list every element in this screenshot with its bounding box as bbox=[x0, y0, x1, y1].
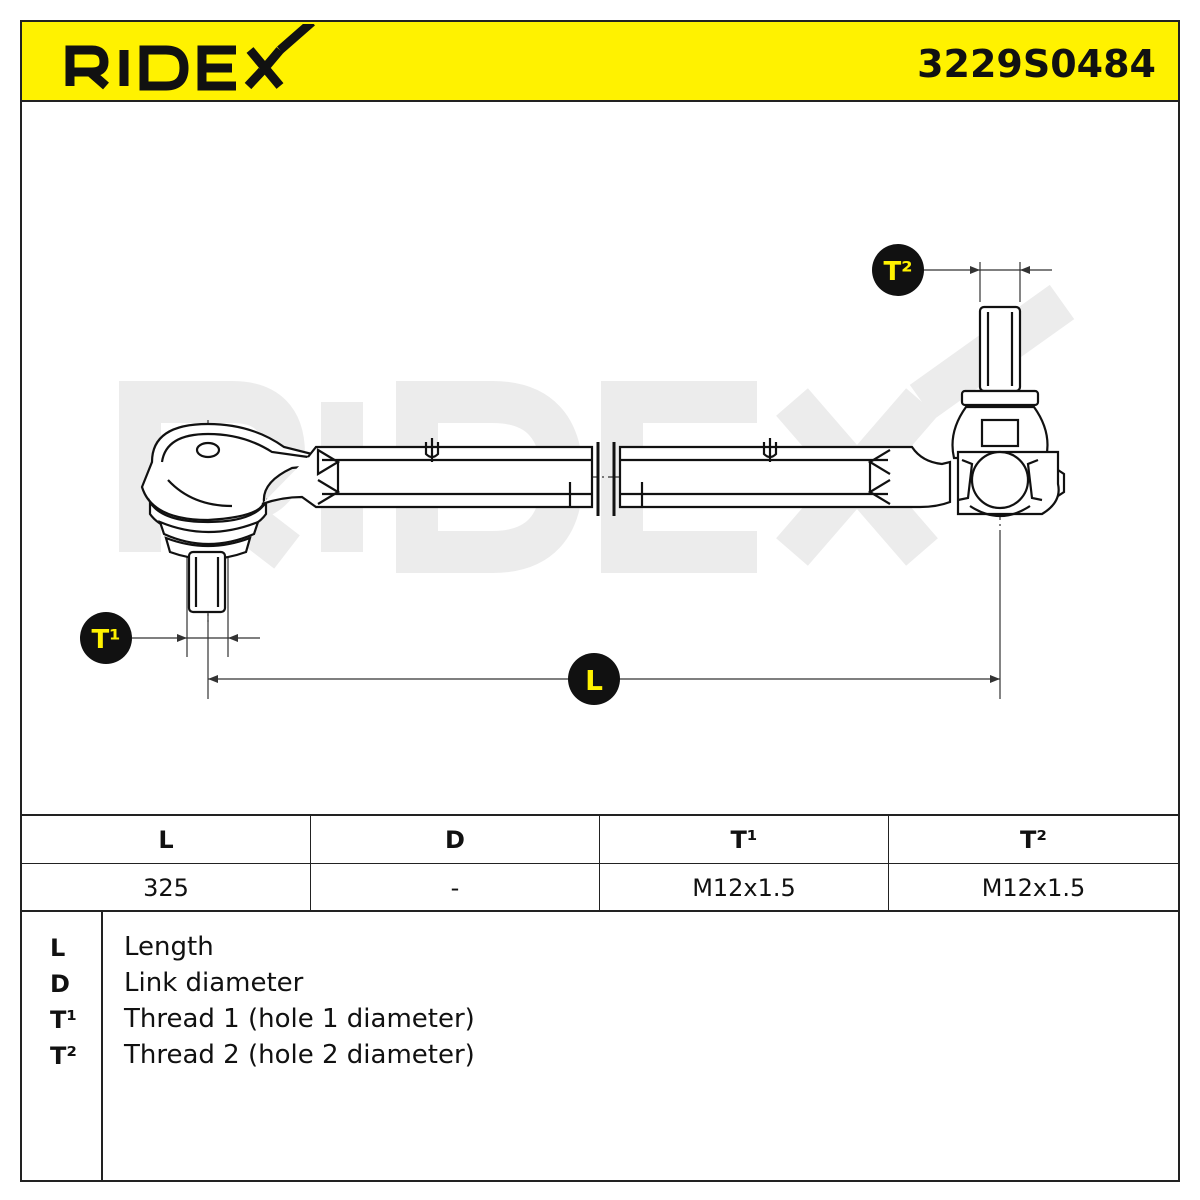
technical-drawing: T¹ T² L bbox=[80, 244, 1075, 705]
spec-value-t2: M12x1.5 bbox=[981, 874, 1086, 902]
product-sheet: 3229S0484 bbox=[20, 20, 1180, 1182]
svg-text:T¹: T¹ bbox=[91, 625, 120, 655]
callout-t1: T¹ bbox=[80, 612, 132, 664]
legend-desc: Thread 1 (hole 1 diameter) bbox=[124, 1004, 475, 1034]
ridex-watermark bbox=[119, 284, 1075, 573]
legend-item: D Link diameter bbox=[22, 966, 1178, 1002]
legend-item: T² Thread 2 (hole 2 diameter) bbox=[22, 1038, 1178, 1074]
spec-header-t1: T¹ bbox=[600, 816, 889, 863]
legend-divider bbox=[101, 912, 103, 1182]
rod-left bbox=[261, 438, 600, 516]
legend-key: T¹ bbox=[50, 1006, 77, 1034]
svg-text:L: L bbox=[585, 664, 603, 697]
legend-item: T¹ Thread 1 (hole 1 diameter) bbox=[22, 1002, 1178, 1038]
spec-header-l: L bbox=[22, 816, 311, 863]
callout-t2: T² bbox=[872, 244, 924, 296]
spec-header-t2: T² bbox=[1020, 825, 1047, 854]
part-number: 3229S0484 bbox=[917, 42, 1156, 86]
legend-desc: Length bbox=[124, 932, 214, 962]
callout-l: L bbox=[568, 653, 620, 705]
header-bar: 3229S0484 bbox=[22, 22, 1178, 102]
spec-value-d: - bbox=[311, 864, 600, 912]
legend: L Length D Link diameter T¹ Thread 1 (ho… bbox=[22, 912, 1178, 1182]
svg-text:T²: T² bbox=[883, 257, 912, 287]
spec-table: L D T¹ T² 325 - M12x1.5 M12x1.5 bbox=[22, 814, 1178, 912]
rod-right bbox=[612, 438, 952, 516]
spec-value-t1: M12x1.5 bbox=[600, 864, 889, 912]
right-ball-joint bbox=[951, 305, 1066, 517]
legend-item: L Length bbox=[22, 930, 1178, 966]
legend-key: T² bbox=[50, 1042, 77, 1070]
ridex-logo bbox=[65, 24, 315, 91]
spec-header-d: D bbox=[311, 816, 600, 863]
spec-header-row: L D T¹ T² bbox=[22, 816, 1178, 864]
spec-value-l: 325 bbox=[22, 864, 311, 912]
legend-key: D bbox=[50, 970, 70, 998]
spec-value-row: 325 - M12x1.5 M12x1.5 bbox=[22, 864, 1178, 912]
legend-desc: Thread 2 (hole 2 diameter) bbox=[124, 1040, 475, 1070]
legend-desc: Link diameter bbox=[124, 968, 304, 998]
legend-key: L bbox=[50, 934, 66, 962]
